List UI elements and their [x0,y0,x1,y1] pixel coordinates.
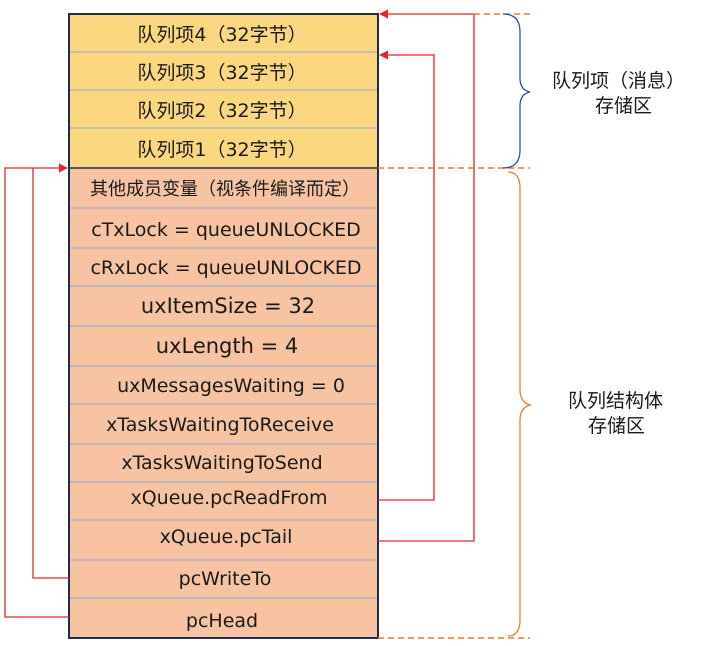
struct-area-caption: 队列结构体 [568,390,663,412]
struct-area-caption: 存储区 [588,415,645,437]
struct-field-row: cTxLock = queueUNLOCKED [69,208,378,248]
struct-field-label: xQueue.pcReadFrom [130,487,327,509]
struct-field-row: 其他成员变量（视条件编译而定） [69,168,378,208]
struct-area-brace [507,171,533,637]
struct-field-label: 其他成员变量（视条件编译而定） [90,179,360,200]
struct-field-label: pcWriteTo [179,568,272,590]
struct-field-label: uxItemSize = 32 [141,294,315,318]
pcreadfrom-arrow [378,50,435,501]
message-area-caption: 队列项（消息） [552,70,685,92]
queue-item-row: 队列项4（32字节） [69,14,378,52]
boundary-dashes [378,13,530,639]
struct-field-label: xTasksWaitingToSend [121,452,322,474]
struct-field-row: xTasksWaitingToReceive [69,404,378,444]
struct-storage-area: 其他成员变量（视条件编译而定） cTxLock = queueUNLOCKED … [69,168,378,638]
struct-field-label: uxLength = 4 [156,334,298,358]
queue-outer-border [68,13,379,639]
message-area-caption: 存储区 [595,95,652,117]
row-separators [69,51,378,599]
struct-field-row: uxLength = 4 [69,326,378,366]
struct-field-row: uxItemSize = 32 [69,286,378,326]
queue-item-row: 队列项3（32字节） [69,52,378,90]
struct-field-row: pcWriteTo [69,560,378,598]
struct-field-row: xTasksWaitingToSend [69,444,378,482]
pointer-arrows [4,9,475,618]
pchead-arrow [4,163,69,618]
struct-field-row: cRxLock = queueUNLOCKED [69,248,378,286]
queue-item-label: 队列项2（32字节） [137,100,306,122]
pctail-arrow [378,9,475,542]
message-storage-area: 队列项4（32字节） 队列项3（32字节） 队列项2（32字节） 队列项1（32… [69,14,378,168]
queue-item-label: 队列项3（32字节） [137,62,306,84]
queue-item-label: 队列项4（32字节） [137,24,306,46]
struct-field-row: xQueue.pcReadFrom [69,482,378,520]
struct-field-label: xTasksWaitingToReceive [106,414,334,436]
struct-field-row: pcHead [69,598,378,638]
struct-field-row: xQueue.pcTail [69,520,378,560]
queue-item-row: 队列项2（32字节） [69,90,378,128]
struct-field-label: cTxLock = queueUNLOCKED [91,219,361,241]
struct-field-label: xQueue.pcTail [160,526,293,548]
pcwriteto-arrow [32,168,69,579]
struct-field-label: cRxLock = queueUNLOCKED [90,257,361,279]
queue-item-row: 队列项1（32字节） [69,128,378,168]
struct-field-label: uxMessagesWaiting = 0 [117,375,345,397]
queue-item-label: 队列项1（32字节） [137,139,306,161]
message-area-brace [502,13,531,169]
struct-field-row: uxMessagesWaiting = 0 [69,366,378,404]
struct-field-label: pcHead [186,610,258,632]
